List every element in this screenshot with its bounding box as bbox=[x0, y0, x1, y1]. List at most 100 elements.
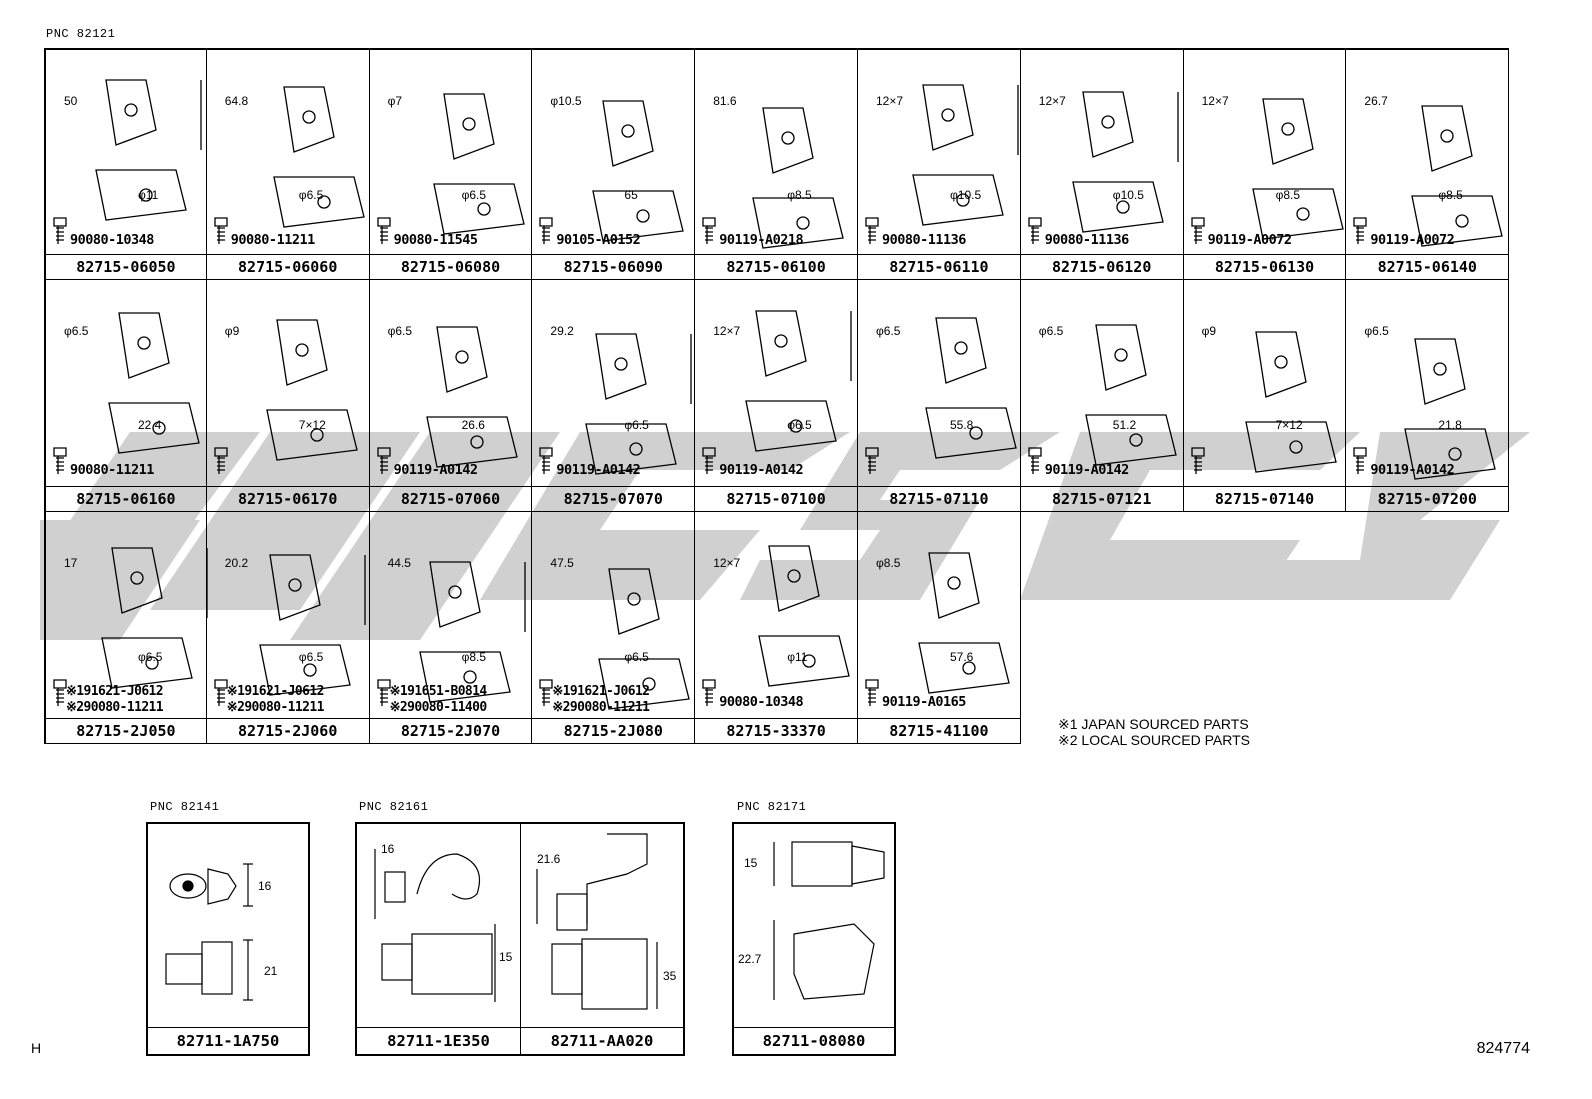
dimension-label: 21.8 bbox=[1438, 418, 1462, 432]
part-number: 82715-2J080 bbox=[532, 718, 695, 743]
bolt-part-number: 90080-10348 bbox=[719, 694, 804, 710]
bracket-drawing bbox=[1028, 91, 1179, 244]
dimension-label: 12×7 bbox=[713, 556, 741, 570]
part-number: 82715-06140 bbox=[1346, 254, 1509, 279]
dim-15: 15 bbox=[744, 856, 758, 870]
dimension-label: φ6.5 bbox=[298, 188, 324, 202]
bracket-drawing bbox=[1190, 98, 1344, 244]
dimension-label: 44.5 bbox=[387, 556, 411, 570]
bracket-drawing bbox=[539, 568, 691, 710]
dimension-label: φ6.5 bbox=[387, 324, 413, 338]
bracket-drawing bbox=[702, 310, 852, 474]
bolt-part-number: 90119-A0142 bbox=[1370, 462, 1455, 478]
dimension-label: φ6.5 bbox=[624, 418, 649, 432]
bracket-drawing bbox=[865, 552, 1010, 706]
bracket-drawing bbox=[865, 317, 1017, 474]
part-number: 82715-07121 bbox=[1020, 486, 1183, 511]
bolt-part-number: 90119-A0142 bbox=[719, 462, 804, 478]
part-number: 82715-06050 bbox=[46, 254, 206, 279]
part-number: 82715-41100 bbox=[858, 718, 1020, 743]
dimension-label: φ8.5 bbox=[787, 188, 812, 202]
bolt-part-numbers: ※191621-J0612※290080-11211 bbox=[66, 684, 164, 715]
dimension-label: 57.6 bbox=[950, 650, 974, 664]
note-local: ※2 LOCAL SOURCED PARTS bbox=[1058, 732, 1250, 748]
part-box-82711-1A750[interactable]: 16 21 82711-1A750 bbox=[146, 822, 310, 1056]
dimension-label: φ8.5 bbox=[461, 650, 487, 664]
part-cell-82715-07100[interactable]: 12×7 φ6.5 90119-A0142 82715-07100 bbox=[695, 280, 858, 512]
bracket-drawing bbox=[214, 319, 358, 474]
pnc-label-82161: PNC 82161 bbox=[359, 800, 429, 814]
part-number-AA020[interactable]: 82711-AA020 bbox=[521, 1027, 683, 1054]
dimension-label: 20.2 bbox=[224, 556, 249, 570]
dimension-label: φ6.5 bbox=[64, 324, 89, 338]
clip-drawing bbox=[773, 841, 885, 1000]
dimension-label: 7×12 bbox=[298, 418, 326, 432]
dimension-label: φ6.5 bbox=[298, 650, 324, 664]
part-number: 82715-07100 bbox=[695, 486, 857, 511]
part-number: 82711-08080 bbox=[734, 1027, 894, 1054]
dimension-label: 22.4 bbox=[138, 418, 162, 432]
dimension-label: 50 bbox=[64, 94, 78, 108]
dim-22-7: 22.7 bbox=[738, 952, 762, 966]
dimension-label: 12×7 bbox=[713, 324, 741, 338]
drawing-code: 824774 bbox=[1476, 1040, 1530, 1057]
dimension-label: 7×12 bbox=[1275, 418, 1303, 432]
dimension-label: φ6.5 bbox=[138, 650, 163, 664]
bolt-part-number: 90119-A0072 bbox=[1370, 232, 1455, 248]
dimension-label: φ7 bbox=[387, 94, 403, 108]
bolt-part-numbers: ※191621-J0612※290080-11211 bbox=[226, 684, 325, 715]
bolt-part-number: 90080-11136 bbox=[882, 232, 966, 248]
bracket-drawing bbox=[376, 561, 526, 706]
dimension-label: φ11 bbox=[787, 650, 808, 664]
dimension-label: φ8.5 bbox=[1275, 188, 1301, 202]
part-number: 82715-07200 bbox=[1346, 486, 1509, 511]
part-number: 82715-06120 bbox=[1020, 254, 1183, 279]
bracket-drawing bbox=[1190, 331, 1337, 474]
part-number-1E350[interactable]: 82711-1E350 bbox=[357, 1027, 520, 1054]
part-box-82711-08080[interactable]: 15 22.7 82711-08080 bbox=[732, 822, 896, 1056]
bracket-drawing bbox=[1353, 338, 1497, 480]
bolt-part-number: 90119-A0142 bbox=[1044, 462, 1129, 478]
dimension-label: 26.7 bbox=[1364, 94, 1388, 108]
bracket-drawing bbox=[1353, 105, 1504, 247]
bolt-part-numbers: ※191621-J0612※290080-11211 bbox=[552, 684, 650, 715]
dimension-label: 51.2 bbox=[1112, 418, 1137, 432]
dimension-label: φ9 bbox=[224, 324, 240, 338]
dimension-label: φ6.5 bbox=[787, 418, 812, 432]
part-number: 82715-2J050 bbox=[46, 718, 206, 743]
bolt-part-number: 90105-A0152 bbox=[556, 232, 641, 248]
dimension-label: φ10.5 bbox=[550, 94, 582, 108]
part-number: 82715-06100 bbox=[695, 254, 857, 279]
part-number: 82711-1A750 bbox=[148, 1027, 308, 1054]
bolt-part-number: 90080-11211 bbox=[230, 232, 315, 248]
h-mark: H bbox=[31, 1040, 42, 1056]
dimension-label: 81.6 bbox=[713, 94, 737, 108]
bolt-part-numbers: ※191651-B0814※290080-11400 bbox=[389, 684, 488, 715]
bracket-drawing bbox=[53, 547, 208, 706]
bracket-drawing bbox=[1028, 324, 1177, 474]
bolt-part-number: 90119-A0165 bbox=[882, 694, 966, 710]
